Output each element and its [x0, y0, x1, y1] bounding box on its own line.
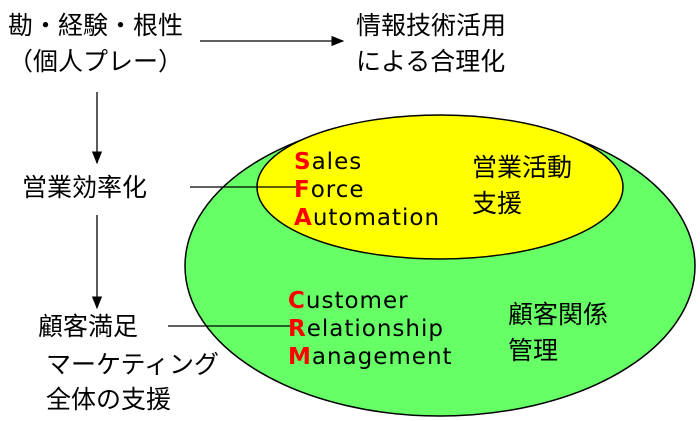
sfa-word-automation: Automation	[294, 205, 441, 231]
crm-label: Customer Relationship Management	[288, 287, 453, 371]
sfa-desc-1: 営業活動	[472, 153, 573, 182]
label-rationalization: による合理化	[356, 47, 506, 76]
crm-word-management: Management	[288, 344, 453, 370]
sfa-label: Sales Force Automation	[294, 148, 440, 232]
sfa-word-force: Force	[294, 177, 365, 203]
crm-desc-2: 管理	[508, 336, 559, 365]
label-support: 全体の支援	[46, 385, 172, 414]
label-marketing: マーケティング	[46, 350, 220, 379]
label-experience: 勘・経験・根性	[8, 11, 184, 40]
crm-desc-1: 顧客関係	[508, 300, 609, 329]
crm-word-relationship: Relationship	[288, 316, 444, 342]
label-customer-satisfaction: 顧客満足	[38, 312, 139, 341]
sfa-desc-2: 支援	[472, 189, 523, 218]
label-individual-play: （個人プレー）	[8, 47, 184, 76]
sfa-word-sales: Sales	[294, 149, 363, 175]
label-it-use: 情報技術活用	[356, 11, 507, 40]
label-sales-efficiency: 営業効率化	[22, 173, 148, 202]
crm-word-customer: Customer	[288, 288, 409, 314]
